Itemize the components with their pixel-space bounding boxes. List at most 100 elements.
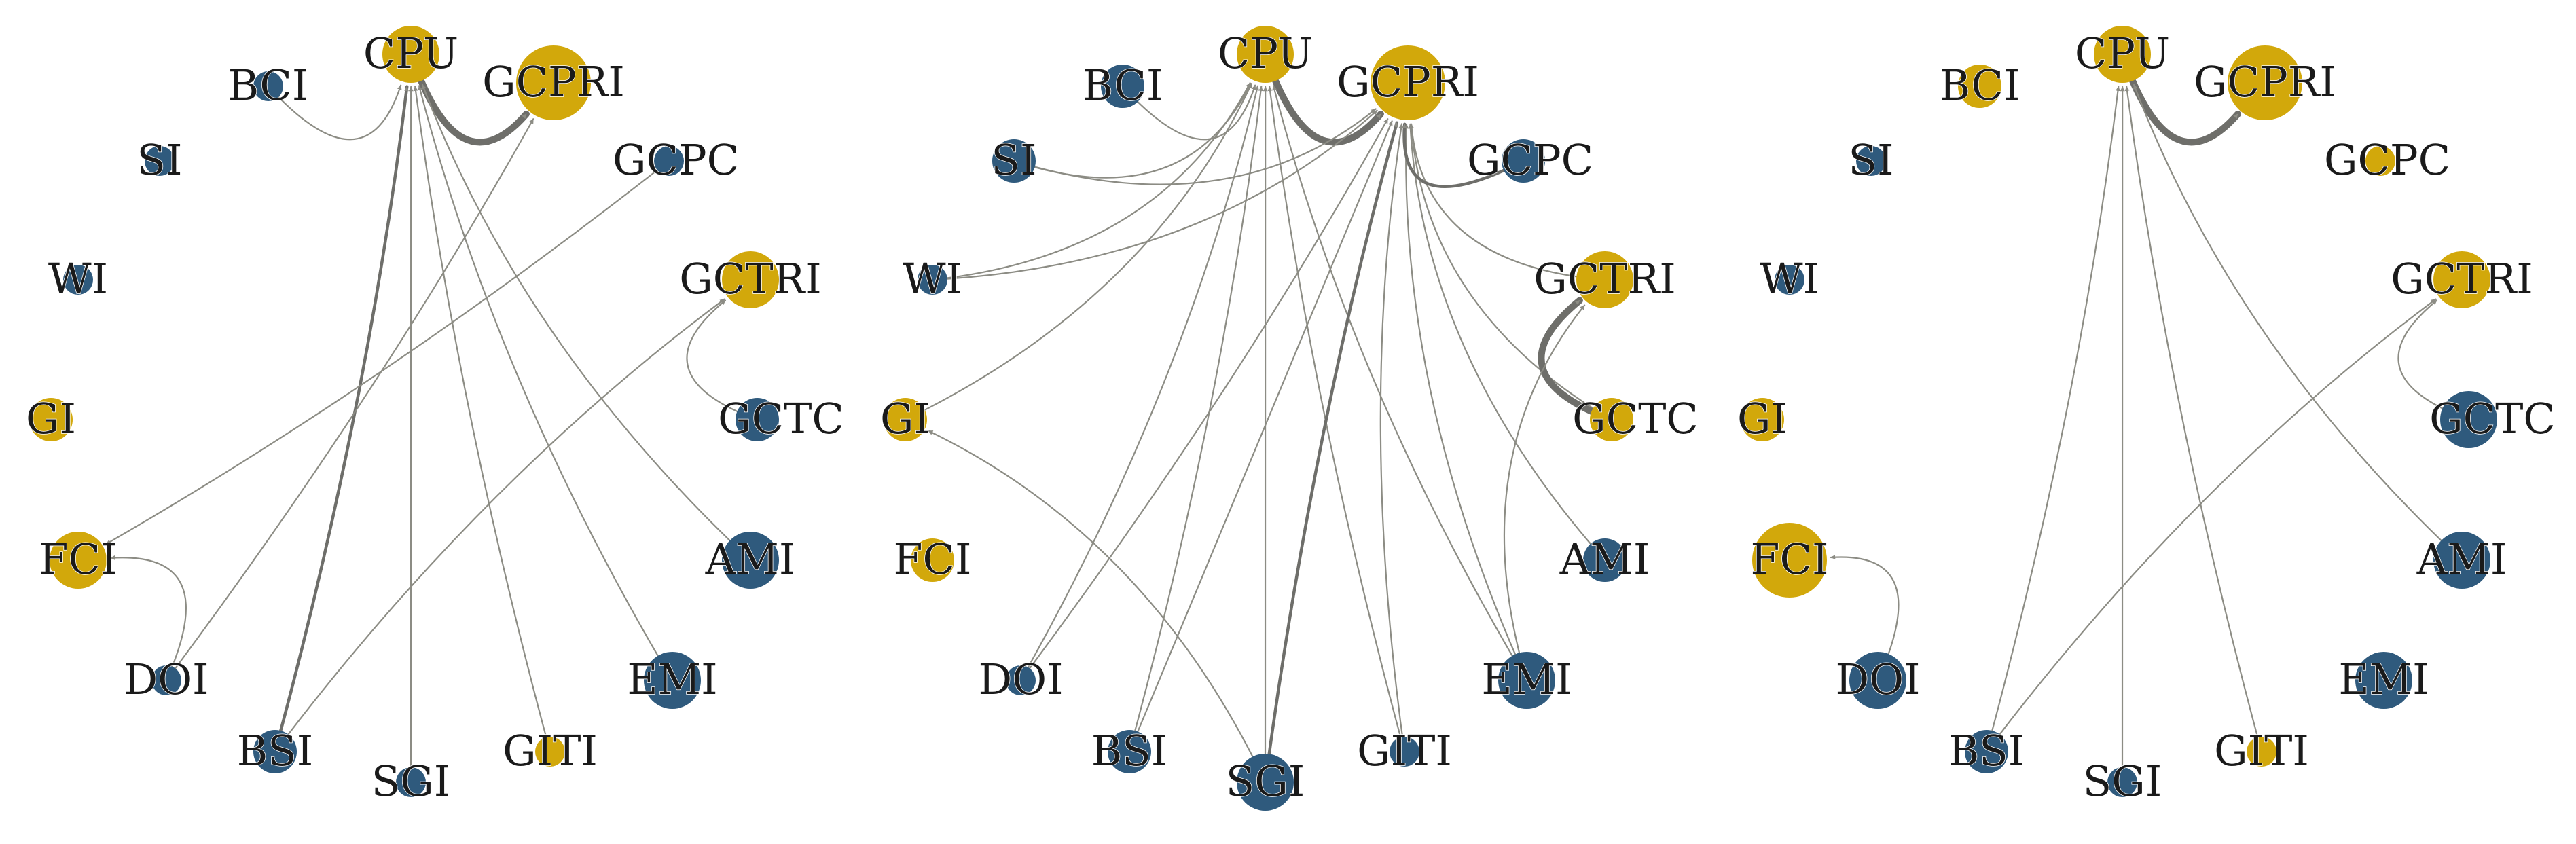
node-bsi: BSI — [1948, 725, 2025, 776]
node-label: WI — [48, 254, 108, 304]
node-circle — [1590, 398, 1633, 441]
node-circle — [1108, 730, 1151, 773]
node-doi: DOI — [124, 654, 210, 705]
edge-emi-to-gcpri — [1404, 123, 1528, 682]
node-doi: DOI — [978, 654, 1064, 705]
node-circle — [516, 45, 591, 120]
edge-wi-to-cpu — [931, 82, 1251, 281]
node-label: GCTRI — [679, 254, 822, 304]
edge-gctc-to-gctri — [2397, 299, 2470, 421]
node-circle — [2355, 652, 2412, 709]
edge-si-to-gcpri — [1013, 108, 1377, 185]
edge-giti-to-cpu — [1267, 86, 1406, 753]
node-circle — [151, 665, 181, 695]
node-circle — [1502, 139, 1545, 183]
node-doi: DOI — [1835, 652, 1921, 709]
node-circle — [1237, 754, 1294, 811]
node-fci: FCI — [893, 534, 972, 585]
node-circle — [2365, 146, 2395, 176]
node-circle — [1371, 45, 1445, 120]
edge-doi-to-cpu — [1019, 85, 1259, 682]
node-label: BCI — [228, 60, 309, 110]
edge-bsi-to-gctri — [274, 298, 725, 753]
node-label: SI — [137, 135, 183, 185]
node-label: AMI — [705, 534, 796, 584]
node-bci: BCI — [1939, 60, 2020, 111]
node-circle — [1741, 398, 1784, 441]
node-circle — [2433, 251, 2490, 308]
node-sgi: SGI — [1225, 754, 1305, 811]
edge-wi-to-gcpri — [931, 109, 1378, 281]
node-giti: GITI — [1356, 725, 1452, 776]
node-emi: EMI — [627, 652, 718, 709]
node-wi: WI — [902, 253, 963, 304]
node-label: DOI — [1835, 655, 1920, 704]
node-sgi: SGI — [371, 756, 451, 807]
node-circle — [1237, 26, 1294, 83]
node-label: GITI — [1357, 726, 1452, 775]
node-gctri: GCTRI — [2391, 251, 2534, 308]
node-gcpri: GCPRI — [482, 45, 625, 120]
node-cpu: CPU — [2074, 26, 2171, 83]
node-ami: AMI — [704, 532, 796, 589]
node-circle — [1849, 652, 1906, 709]
edge-bsi-to-cpu — [1128, 86, 1263, 753]
node-emi: EMI — [2338, 652, 2429, 709]
node-gctc: GCTC — [2429, 391, 2556, 448]
edge-bsi-to-gcpri — [1128, 120, 1393, 753]
node-circle — [29, 398, 73, 441]
node-gcpri: GCPRI — [2193, 45, 2337, 120]
node-circle — [145, 146, 175, 176]
node-circle — [1856, 146, 1886, 176]
node-label: GI — [26, 394, 76, 443]
node-label: EMI — [627, 655, 717, 704]
node-circle — [2094, 26, 2151, 83]
edge-gctc-to-gcpri — [1409, 123, 1613, 421]
edge-layer — [1830, 51, 2470, 784]
node-label: FCI — [39, 534, 117, 584]
node-label: GI — [1737, 394, 1788, 443]
node-circle — [722, 532, 779, 589]
node-label: GCPRI — [482, 57, 625, 107]
node-circle — [1583, 538, 1627, 582]
node-label: GCPRI — [1337, 57, 1479, 107]
node-label: GITI — [2214, 726, 2309, 775]
node-circle — [1101, 65, 1144, 108]
network-panel-3: CPUGCPRIBCISIWIGIFCIDOIBSISGIGITIEMIAMIG… — [1737, 26, 2556, 807]
node-gctc: GCTC — [1572, 393, 1699, 444]
node-circle — [884, 398, 927, 441]
node-fci: FCI — [1750, 523, 1829, 598]
node-label: SGI — [1226, 756, 1305, 806]
node-label: DOI — [978, 655, 1063, 704]
edge-ami-to-cpu — [421, 84, 752, 562]
node-gcpc: GCPC — [2323, 134, 2451, 185]
node-layer: CPUGCPRIBCISIWIGIFCIDOIBSISGIGITIEMIAMIG… — [25, 26, 845, 807]
node-si: SI — [137, 134, 183, 185]
node-label: GCPC — [1467, 135, 1593, 185]
node-cpu: CPU — [1217, 26, 1313, 83]
edge-ami-to-cpu — [2133, 84, 2463, 562]
edge-sgi-to-cpu — [408, 86, 414, 784]
node-label: WI — [1760, 254, 1819, 304]
edge-gcpc-to-gcpri — [1402, 122, 1525, 189]
node-label: SI — [992, 135, 1037, 185]
node-label: GI — [880, 394, 930, 443]
node-label: BCI — [1940, 60, 2020, 110]
node-circle — [1752, 523, 1827, 598]
node-label: CPU — [363, 29, 458, 78]
node-ami: AMI — [1559, 534, 1650, 585]
edge-bsi-to-cpu — [1985, 86, 2120, 753]
node-gcpc: GCPC — [1466, 134, 1594, 185]
node-circle — [1958, 65, 2001, 108]
edge-sgi-to-gcpri — [1263, 121, 1399, 784]
node-circle — [50, 532, 107, 589]
node-si: SI — [1848, 134, 1894, 185]
node-wi: WI — [1759, 253, 1820, 304]
node-circle — [736, 398, 779, 441]
node-ami: AMI — [2416, 532, 2507, 589]
node-label: AMI — [2416, 534, 2507, 584]
node-label: CPU — [2075, 29, 2170, 78]
node-label: FCI — [1751, 534, 1829, 584]
edge-emi-to-gctri — [1503, 304, 1586, 682]
